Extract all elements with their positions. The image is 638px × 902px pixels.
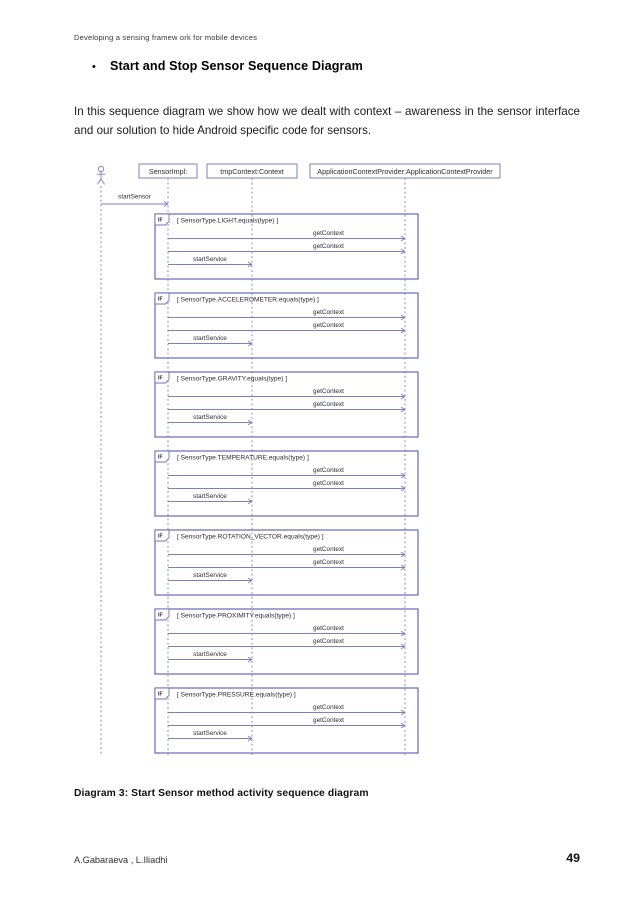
lifeline-label-sensorimpl: SensorImpl: [149, 167, 187, 176]
fragment-box-6[interactable] [154, 687, 419, 754]
message-5-1-arrowhead [400, 643, 406, 650]
message-label-0-1: getContext [313, 243, 344, 250]
fragment-operator-tab-0 [154, 213, 170, 226]
fragment-box-0[interactable] [154, 213, 419, 280]
message-6-2-arrowhead [247, 735, 253, 742]
message-3-1-arrowhead [400, 485, 406, 492]
message-label-0-2: startService [193, 256, 227, 263]
message-label-2-1: getContext [313, 401, 344, 408]
body-paragraph: In this sequence diagram we show how we … [74, 105, 580, 137]
message-1-0-arrowhead [400, 314, 406, 321]
message-label-3-0: getContext [313, 467, 344, 474]
message-label-5-1: getContext [313, 638, 344, 645]
fragment-operator-tab-2 [154, 371, 170, 384]
fragment-operator-label-5: IF [158, 613, 163, 619]
message-0-1-arrowhead [400, 248, 406, 255]
actor-body-icon [96, 171, 106, 185]
message-4-2-arrowhead [247, 577, 253, 584]
message-0-0-arrowhead [400, 235, 406, 242]
fragment-guard-2: [ SensorType.GRAVITY.equals(type) ] [177, 376, 287, 383]
fragment-operator-label-6: IF [158, 692, 163, 698]
fragment-guard-0: [ SensorType.LIGHT.equals(type) ] [177, 218, 278, 225]
fragment-operator-label-0: IF [158, 218, 163, 224]
message-3-0-arrowhead [400, 472, 406, 479]
fragment-guard-1: [ SensorType.ACCELEROMETER.equals(type) … [177, 297, 319, 304]
message-label-0-0: getContext [313, 230, 344, 237]
message-4-1-arrowhead [400, 564, 406, 571]
fragment-box-2[interactable] [154, 371, 419, 438]
lifeline-label-appcontextprovider: ApplicationContextProvider:ApplicationCo… [317, 167, 493, 176]
fragment-box-5[interactable] [154, 608, 419, 675]
fragment-operator-tab-4 [154, 529, 170, 542]
message-label-3-2: startService [193, 493, 227, 500]
message-3-2-arrowhead [247, 498, 253, 505]
fragment-box-1[interactable] [154, 292, 419, 359]
message-0-2-arrowhead [247, 261, 253, 268]
fragment-operator-label-4: IF [158, 534, 163, 540]
section-heading: • Start and Stop Sensor Sequence Diagram [92, 59, 572, 73]
fragment-operator-tab-1 [154, 292, 170, 305]
message-2-2-arrowhead [247, 419, 253, 426]
bullet-icon: • [92, 61, 96, 73]
message-label-5-0: getContext [313, 625, 344, 632]
message-2-1-arrowhead [400, 406, 406, 413]
footer-authors: A.Gabaraeva , L.Iliadhi [74, 855, 168, 865]
message-label-1-1: getContext [313, 322, 344, 329]
message-label-1-0: getContext [313, 309, 344, 316]
message-label-6-2: startService [193, 730, 227, 737]
message-1-1-arrowhead [400, 327, 406, 334]
message-label-6-1: getContext [313, 717, 344, 724]
message-label-4-2: startService [193, 572, 227, 579]
message-label-4-1: getContext [313, 559, 344, 566]
message-label-4-0: getContext [313, 546, 344, 553]
fragment-guard-6: [ SensorType.PRESSURE.equals(type) ] [177, 692, 296, 699]
fragment-operator-label-3: IF [158, 455, 163, 461]
actor-head-icon [97, 165, 105, 173]
lifeline-label-tmpcontext: tmpContext:Context [220, 167, 284, 176]
fragment-box-4[interactable] [154, 529, 419, 596]
message-5-0-arrowhead [400, 630, 406, 637]
footer-page-number: 49 [566, 851, 580, 865]
sequence-diagram-canvas: SensorImpl: tmpContext:Context Application… [96, 163, 501, 756]
message-label-startsensor: startSensor [118, 194, 152, 201]
fragment-operator-tab-5 [154, 608, 170, 621]
message-6-1-arrowhead [400, 722, 406, 729]
section-heading-text: Start and Stop Sensor Sequence Diagram [110, 59, 363, 73]
message-label-6-0: getContext [313, 704, 344, 711]
fragment-box-3[interactable] [154, 450, 419, 517]
fragment-operator-tab-6 [154, 687, 170, 700]
sequence-diagram: SensorImpl: tmpContext:Context Application… [88, 162, 518, 762]
message-1-2-arrowhead [247, 340, 253, 347]
running-header: Developing a sensing framew ork for mobi… [74, 33, 258, 42]
message-label-1-2: startService [193, 335, 227, 342]
message-6-0-arrowhead [400, 709, 406, 716]
message-label-5-2: startService [193, 651, 227, 658]
fragment-operator-label-2: IF [158, 376, 163, 382]
fragment-guard-4: [ SensorType.ROTATION_VECTOR.equals(type… [177, 534, 324, 541]
fragment-guard-3: [ SensorType.TEMPERATURE.equals(type) ] [177, 455, 309, 462]
message-label-2-2: startService [193, 414, 227, 421]
fragment-guard-5: [ SensorType.PROXIMITY.equals(type) ] [177, 613, 295, 620]
message-5-2-arrowhead [247, 656, 253, 663]
message-label-3-1: getContext [313, 480, 344, 487]
figure-caption: Diagram 3: Start Sensor method activity … [74, 788, 369, 799]
message-startsensor-arrowhead [163, 201, 169, 207]
message-2-0-arrowhead [400, 393, 406, 400]
fragment-operator-tab-3 [154, 450, 170, 463]
message-label-2-0: getContext [313, 388, 344, 395]
message-4-0-arrowhead [400, 551, 406, 558]
fragment-operator-label-1: IF [158, 297, 163, 303]
